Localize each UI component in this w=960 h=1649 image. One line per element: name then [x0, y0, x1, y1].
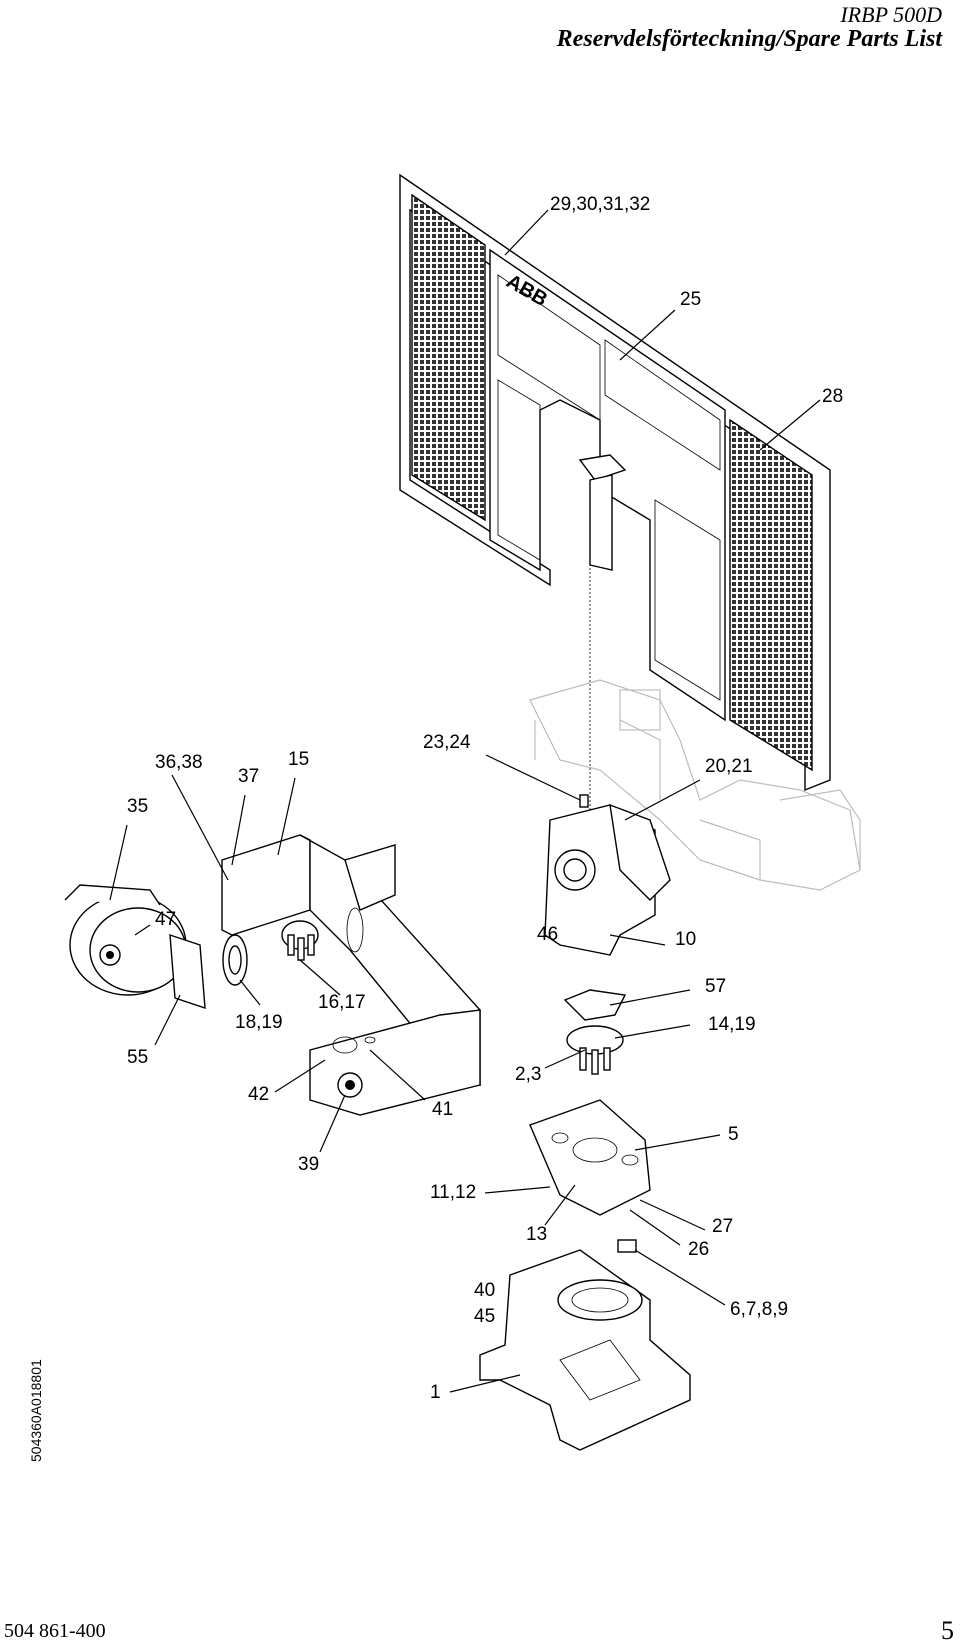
callout-40: 40 — [474, 1280, 495, 1301]
left-mesh-panel — [411, 193, 486, 522]
leader-lines — [109, 209, 821, 1393]
callout-37: 37 — [238, 766, 259, 787]
callout-29-30-31-32: 29,30,31,32 — [550, 194, 650, 215]
callout-57: 57 — [705, 976, 726, 997]
plate-57 — [563, 989, 627, 1021]
pinion-gear — [566, 1025, 624, 1075]
callout-18-19: 18,19 — [235, 1012, 283, 1033]
callout-27: 27 — [712, 1216, 733, 1237]
callout-45: 45 — [474, 1306, 495, 1327]
callout-16-17: 16,17 — [318, 992, 366, 1013]
motor-unit — [64, 884, 187, 996]
callout-35: 35 — [127, 796, 148, 817]
gate-frame: ABB — [399, 173, 831, 835]
callout-46: 46 — [537, 924, 558, 945]
callout-47: 47 — [155, 909, 176, 930]
callout-11-12: 11,12 — [430, 1182, 476, 1203]
callout-13: 13 — [526, 1224, 547, 1245]
callout-41: 41 — [432, 1099, 453, 1120]
gear-pinion — [281, 920, 319, 961]
callout-28: 28 — [822, 386, 843, 407]
callout-14-19: 14,19 — [708, 1014, 756, 1035]
cover-plate — [169, 934, 206, 1009]
callout-5: 5 — [728, 1124, 739, 1145]
page-number: 5 — [941, 1616, 954, 1645]
right-mesh-panel — [729, 418, 813, 772]
product-model: IRBP 500D — [840, 2, 942, 27]
callout-42: 42 — [248, 1084, 269, 1105]
pedestal — [479, 1249, 691, 1451]
drawing-code: 504360A018801 — [28, 1359, 44, 1462]
callout-20-21: 20,21 — [705, 756, 753, 777]
ghost-assembly — [529, 679, 861, 891]
callout-2-3: 2,3 — [515, 1064, 541, 1085]
callout-6-7-8-9: 6,7,8,9 — [730, 1299, 788, 1320]
callout-36-38: 36,38 — [155, 752, 203, 773]
callout-25: 25 — [680, 289, 701, 310]
base-plate — [529, 1099, 651, 1216]
document-number: 504 861-400 — [4, 1620, 106, 1642]
small-block — [617, 1239, 637, 1253]
callout-labels: 29,30,31,32 25 28 23,24 20,21 36,38 37 1… — [127, 194, 843, 1403]
callout-26: 26 — [688, 1239, 709, 1260]
callout-55: 55 — [127, 1047, 148, 1068]
arm-bracket — [221, 834, 481, 1116]
gearbox — [544, 794, 671, 956]
callout-39: 39 — [298, 1154, 319, 1175]
callout-1: 1 — [430, 1382, 441, 1403]
page-title: Reservdelsförteckning/Spare Parts List — [556, 26, 942, 52]
callout-23-24: 23,24 — [423, 732, 471, 753]
callout-15: 15 — [288, 749, 309, 770]
callout-10: 10 — [675, 929, 696, 950]
